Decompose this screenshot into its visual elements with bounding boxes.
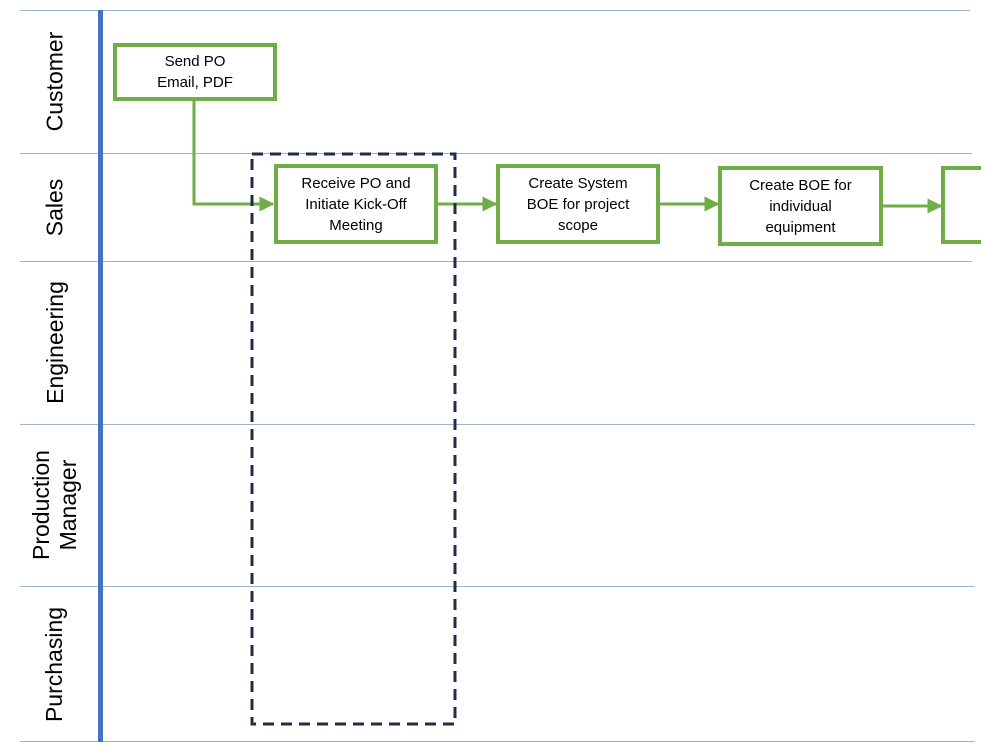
highlight-dashed-region xyxy=(250,152,457,726)
lane-divider xyxy=(20,10,970,11)
lane-divider xyxy=(20,741,975,742)
lane-divider xyxy=(20,586,975,587)
process-box-receive-po: Receive PO and Initiate Kick-Off Meeting xyxy=(274,164,438,244)
process-box-create-equipment-boe: Create BOE for individual equipment xyxy=(718,166,883,246)
lane-divider xyxy=(20,153,972,154)
connector-send-to-receive xyxy=(192,100,275,212)
lane-divider xyxy=(20,261,972,262)
process-box-send-po: Send PO Email, PDF xyxy=(113,43,277,101)
lane-header-bar xyxy=(98,10,103,742)
process-box-partial-next xyxy=(941,166,981,244)
lane-divider xyxy=(20,424,975,425)
process-box-create-system-boe: Create System BOE for project scope xyxy=(496,164,660,244)
